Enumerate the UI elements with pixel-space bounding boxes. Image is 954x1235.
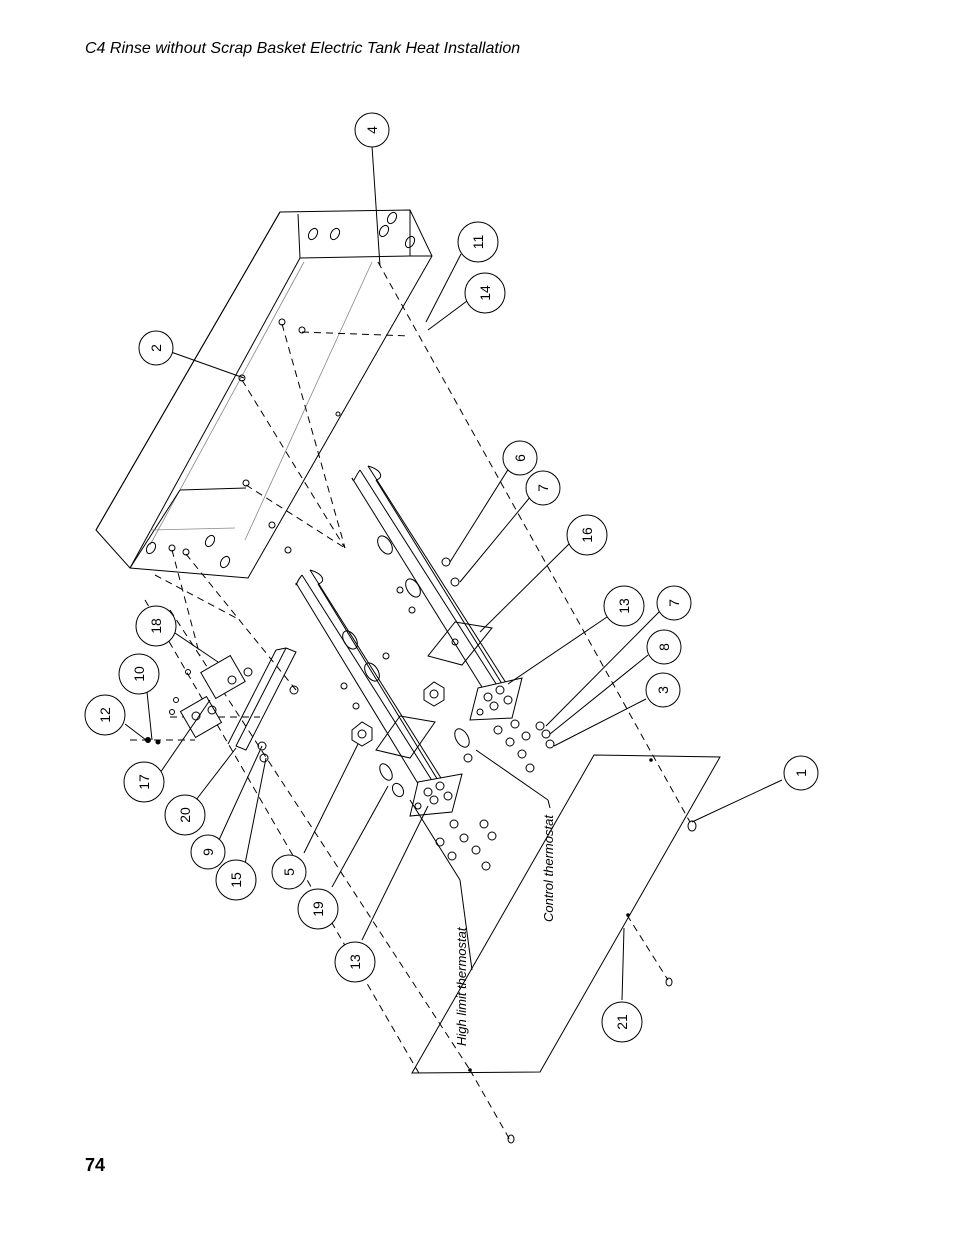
callout-15: 15 bbox=[215, 859, 257, 901]
svg-text:18: 18 bbox=[148, 618, 164, 634]
callout-20: 20 bbox=[164, 794, 206, 836]
svg-text:9: 9 bbox=[200, 848, 216, 856]
svg-text:7: 7 bbox=[535, 484, 551, 492]
callout-16: 16 bbox=[566, 514, 608, 556]
callout-13-lower: 13 bbox=[334, 941, 376, 983]
upper-heating-element bbox=[351, 465, 555, 773]
callout-12: 12 bbox=[84, 694, 126, 736]
callout-5: 5 bbox=[271, 854, 307, 890]
svg-text:13: 13 bbox=[616, 598, 632, 614]
tank-housing bbox=[95, 209, 433, 579]
svg-text:4: 4 bbox=[364, 126, 380, 134]
callout-10: 10 bbox=[118, 653, 160, 695]
contactor-bracket bbox=[145, 647, 299, 763]
callout-6: 6 bbox=[502, 440, 538, 476]
svg-text:8: 8 bbox=[656, 643, 672, 651]
callout-7-lower: 7 bbox=[656, 585, 692, 621]
svg-text:15: 15 bbox=[228, 872, 244, 888]
svg-text:12: 12 bbox=[97, 707, 113, 723]
svg-text:3: 3 bbox=[655, 686, 671, 694]
svg-text:10: 10 bbox=[131, 666, 147, 682]
lower-heating-element bbox=[295, 569, 497, 871]
high-limit-thermostat-label: High limit thermostat bbox=[454, 926, 469, 1046]
page-title: C4 Rinse without Scrap Basket Electric T… bbox=[85, 40, 521, 57]
svg-text:19: 19 bbox=[310, 901, 326, 917]
svg-text:2: 2 bbox=[148, 344, 164, 352]
callout-19: 19 bbox=[297, 888, 339, 930]
svg-text:6: 6 bbox=[512, 454, 528, 462]
control-thermostat-label: Control thermostat bbox=[541, 814, 556, 922]
callout-13-upper: 13 bbox=[603, 585, 645, 627]
callout-14: 14 bbox=[464, 272, 506, 314]
assembly-lines bbox=[130, 261, 691, 1141]
callout-11: 11 bbox=[457, 221, 499, 263]
svg-text:20: 20 bbox=[177, 807, 193, 823]
svg-text:7: 7 bbox=[666, 599, 682, 607]
callout-21: 21 bbox=[601, 1001, 643, 1043]
callout-18: 18 bbox=[135, 605, 177, 647]
callout-4: 4 bbox=[354, 112, 390, 148]
leader-lines bbox=[124, 145, 783, 1001]
svg-text:5: 5 bbox=[281, 868, 297, 876]
callout-17: 17 bbox=[123, 761, 165, 803]
svg-text:13: 13 bbox=[347, 954, 363, 970]
svg-text:11: 11 bbox=[470, 235, 486, 250]
callout-9: 9 bbox=[190, 834, 226, 870]
svg-text:16: 16 bbox=[579, 527, 595, 543]
callout-8: 8 bbox=[646, 629, 682, 665]
callout-3: 3 bbox=[645, 672, 681, 708]
cover-panel bbox=[411, 754, 721, 1144]
callout-2: 2 bbox=[138, 330, 174, 366]
page-number: 74 bbox=[85, 1155, 106, 1175]
svg-text:14: 14 bbox=[477, 285, 493, 301]
svg-text:21: 21 bbox=[614, 1014, 630, 1030]
callout-1: 1 bbox=[783, 755, 819, 791]
svg-text:1: 1 bbox=[793, 769, 809, 777]
callout-7: 7 bbox=[525, 470, 561, 506]
svg-text:17: 17 bbox=[136, 774, 152, 790]
